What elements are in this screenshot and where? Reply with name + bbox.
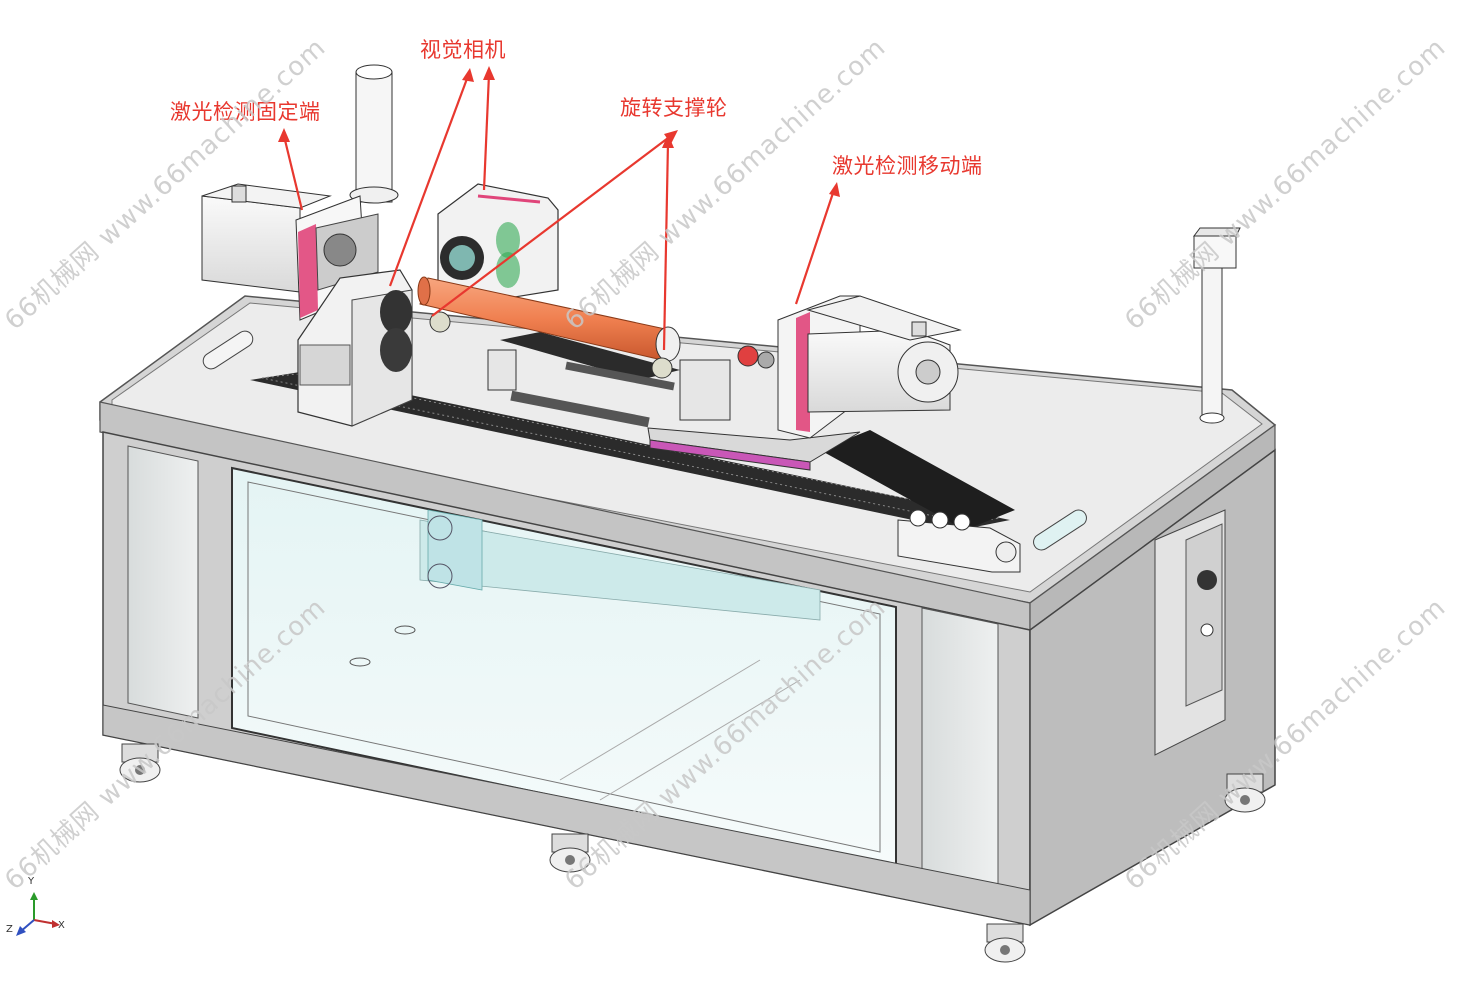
axis-triad	[16, 892, 60, 936]
linear-rails	[250, 332, 1015, 530]
right-pole	[1193, 227, 1241, 424]
callout-rotating-support-wheel: 旋转支撑轮	[620, 96, 728, 120]
callout-arrows	[278, 66, 840, 351]
casters	[119, 743, 1266, 963]
cabinet	[102, 431, 1276, 927]
callout-laser-moving-end: 激光检测移动端	[832, 154, 983, 178]
vision-camera-front	[297, 269, 413, 427]
right-end-block	[897, 509, 1021, 573]
exhaust-column	[349, 64, 399, 204]
axis-x-label: X	[58, 920, 65, 931]
laser-moving-end-unit	[737, 295, 962, 439]
tube-workpiece	[417, 276, 681, 362]
sliding-carriage	[647, 427, 861, 471]
callout-laser-fixed-end: 激光检测固定端	[170, 100, 321, 124]
callout-vision-camera: 视觉相机	[420, 38, 506, 62]
rotating-support-wheels	[429, 311, 731, 421]
axis-y-label: Y	[28, 876, 35, 887]
axis-z-label: Z	[6, 924, 13, 935]
vision-camera-rear	[437, 183, 559, 301]
